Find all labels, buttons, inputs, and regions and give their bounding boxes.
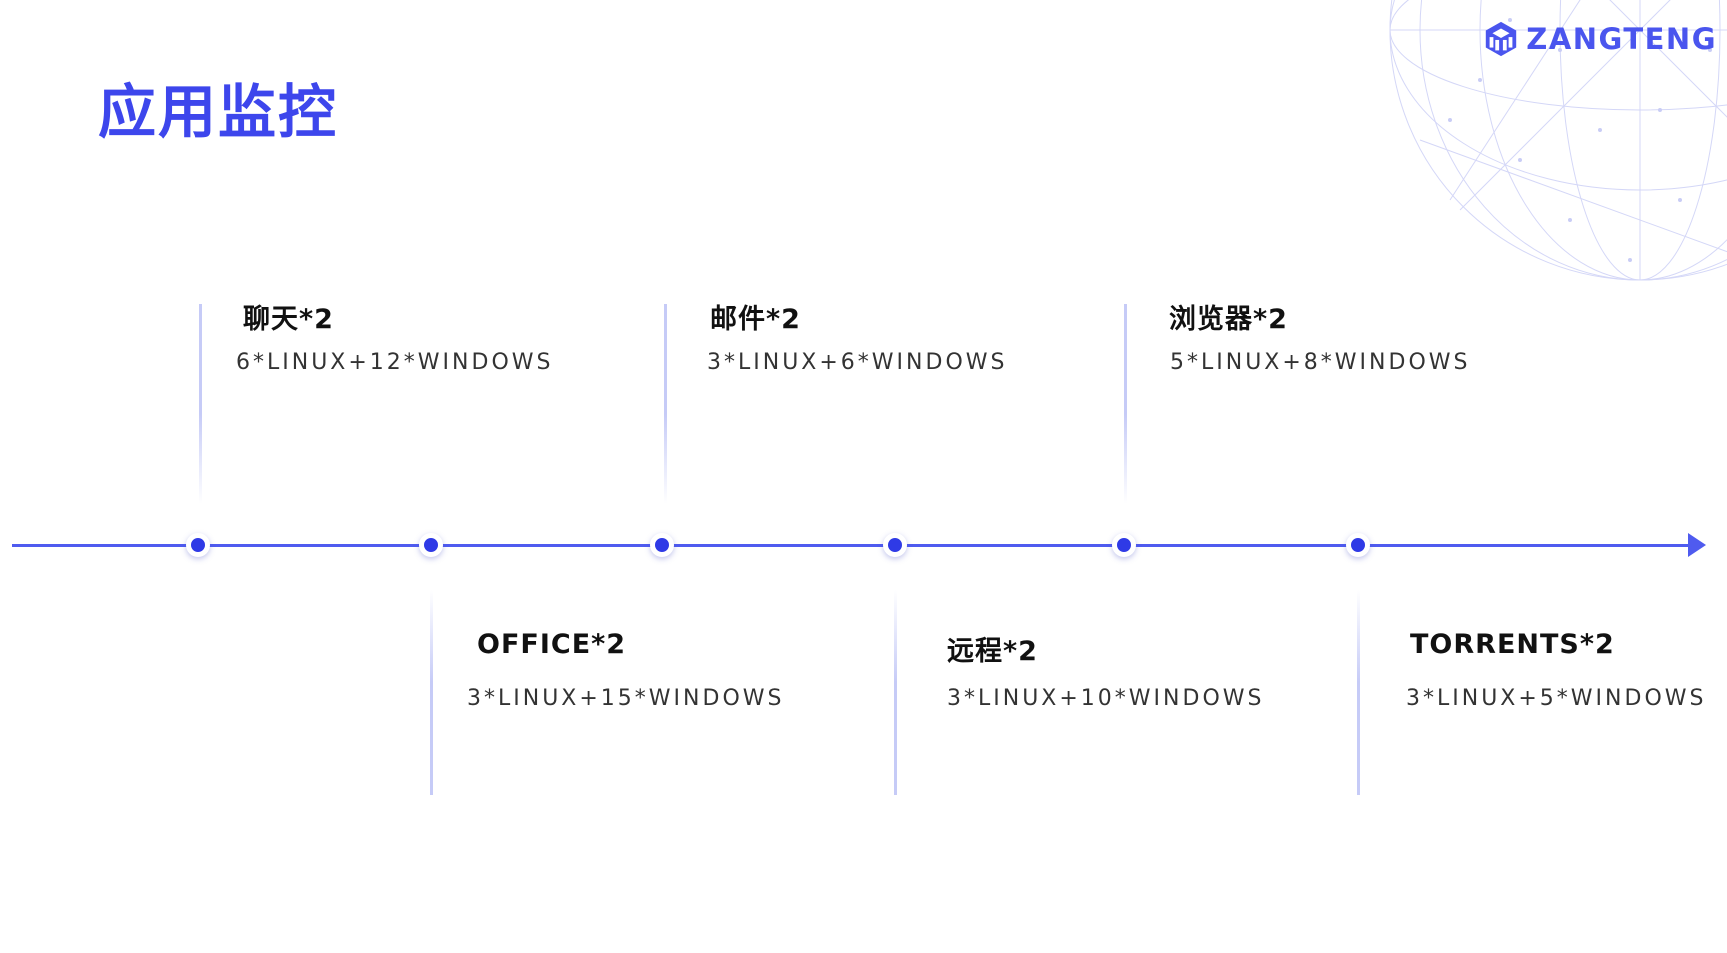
brand-logo: ZANGTENG: [1482, 20, 1717, 58]
timeline-arrow-icon: [1688, 533, 1706, 557]
timeline-item-title: TORRENTS*2: [1410, 629, 1615, 660]
timeline-item-desc: 6*LINUX+12*WINDOWS: [236, 350, 554, 375]
timeline-item-title: 邮件*2: [710, 304, 801, 335]
timeline-node: [419, 533, 443, 557]
timeline-item-desc: 3*LINUX+6*WINDOWS: [707, 350, 1008, 375]
timeline-item-title: 浏览器*2: [1169, 304, 1288, 335]
timeline-connector: [894, 590, 897, 795]
timeline-item-title: 聊天*2: [243, 304, 334, 335]
timeline-item-desc: 3*LINUX+5*WINDOWS: [1406, 686, 1707, 711]
timeline-connector: [430, 590, 433, 795]
timeline-item-title: OFFICE*2: [477, 629, 627, 660]
page-title: 应用监控: [98, 78, 339, 146]
timeline-axis: [12, 544, 1692, 547]
timeline-node: [883, 533, 907, 557]
timeline-connector: [1124, 304, 1127, 504]
timeline-node: [1112, 533, 1136, 557]
timeline-node: [186, 533, 210, 557]
timeline-node: [1346, 533, 1370, 557]
timeline-item-desc: 3*LINUX+10*WINDOWS: [947, 686, 1265, 711]
zangteng-cube-logo-icon: [1486, 21, 1517, 57]
timeline-node: [650, 533, 674, 557]
timeline-item-title: 远程*2: [947, 636, 1038, 667]
timeline-item-desc: 5*LINUX+8*WINDOWS: [1170, 350, 1471, 375]
timeline-connector: [664, 304, 667, 504]
timeline-item-desc: 3*LINUX+15*WINDOWS: [467, 686, 785, 711]
timeline-connector: [199, 304, 202, 504]
brand-name: ZANGTENG: [1526, 22, 1717, 56]
timeline-connector: [1357, 590, 1360, 795]
